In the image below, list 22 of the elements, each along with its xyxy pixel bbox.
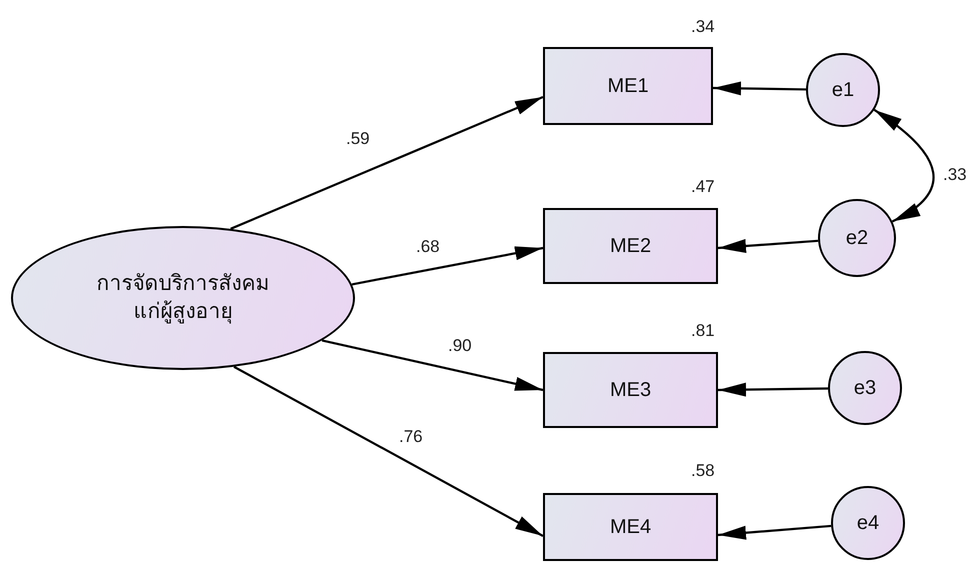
arrow xyxy=(352,246,544,286)
arrow xyxy=(230,96,544,230)
arrow xyxy=(718,239,818,253)
node-label: e4 xyxy=(856,510,880,536)
observed-variable-box xyxy=(543,352,718,428)
node-label: การจัดบริการสังคม แก่ผู้สูงอายุ xyxy=(96,270,270,326)
arrow xyxy=(718,524,832,540)
double-headed-arrow xyxy=(874,108,934,222)
arrow xyxy=(233,366,544,537)
arrow xyxy=(718,382,828,397)
observed-variable-box xyxy=(543,493,718,561)
node-label: e3 xyxy=(854,376,876,400)
node-label: ME2 xyxy=(610,234,652,258)
arrow xyxy=(322,339,544,392)
observed-variable-box xyxy=(543,208,718,284)
node-label: ME1 xyxy=(607,74,649,98)
arrow xyxy=(712,81,806,96)
node-label: e1 xyxy=(832,78,854,102)
node-label: ME4 xyxy=(610,514,652,540)
observed-variable-box xyxy=(543,47,713,125)
node-label: e2 xyxy=(846,226,868,250)
node-label: ME3 xyxy=(610,378,652,402)
